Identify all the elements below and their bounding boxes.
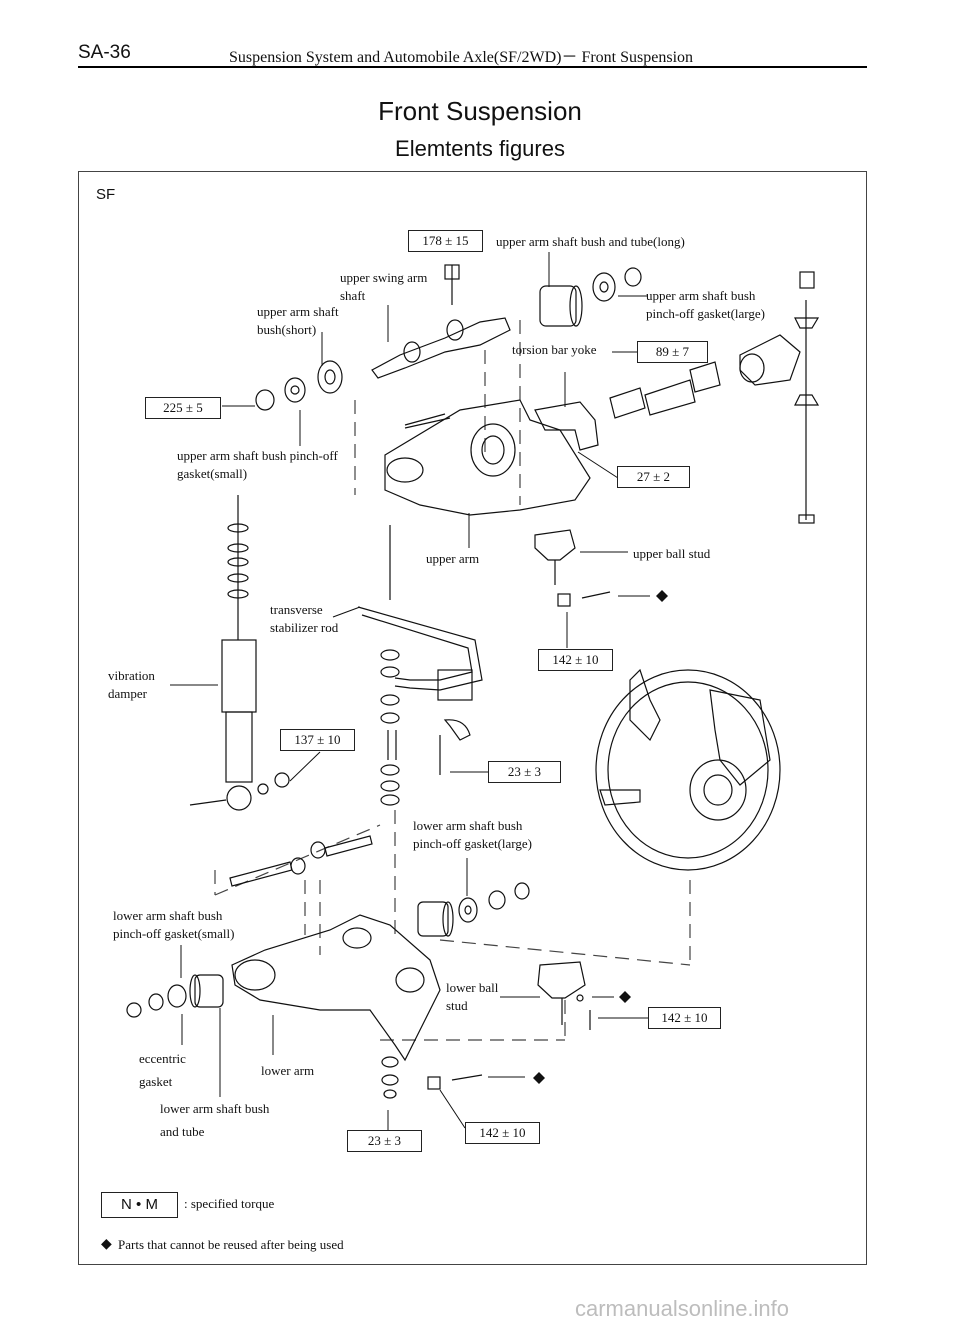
label-lower-pinch-gasket-large-2: pinch-off gasket(large) [413, 836, 532, 851]
label-lower-arm-shaft-bush-tube-1: lower arm shaft bush [160, 1101, 270, 1116]
label-upper-swing-arm-shaft-1: upper swing arm [340, 270, 428, 285]
label-eccentric-gasket-2: gasket [139, 1074, 173, 1089]
diamond-icon [656, 590, 668, 602]
label-upper-pinch-gasket-small-1: upper arm shaft bush pinch-off [177, 448, 338, 463]
torque-box: 27 ± 2 [617, 466, 690, 488]
torque-box: 23 ± 3 [488, 761, 561, 783]
label-upper-pinch-gasket-large-2: pinch-off gasket(large) [646, 306, 765, 321]
header-title: Suspension System and Automobile Axle(SF… [229, 49, 694, 66]
torque-box: 137 ± 10 [280, 729, 355, 751]
label-lower-pinch-gasket-small-2: pinch-off gasket(small) [113, 926, 235, 941]
label-lower-ball-stud-1: lower ball [446, 980, 499, 995]
variant-label: SF [96, 186, 116, 203]
label-upper-ball-stud: upper ball stud [633, 546, 711, 561]
torque-box: 142 ± 10 [648, 1007, 721, 1029]
label-upper-pinch-gasket-large-1: upper arm shaft bush [646, 288, 756, 303]
torque-unit-box: N • M [101, 1192, 178, 1218]
label-lower-pinch-gasket-large-1: lower arm shaft bush [413, 818, 523, 833]
label-upper-arm: upper arm [426, 551, 480, 566]
label-upper-pinch-gasket-small-2: gasket(small) [177, 466, 248, 481]
legend-nonreusable-text: Parts that cannot be reused after being … [118, 1237, 344, 1252]
torque-box: 23 ± 3 [347, 1130, 422, 1152]
page-title: Front Suspension [378, 96, 582, 126]
watermark: carmanualsonline.info [575, 1296, 790, 1321]
label-upper-arm-shaft-bush-tube-long: upper arm shaft bush and tube(long) [496, 234, 685, 249]
figure-frame [78, 171, 867, 1265]
diamond-icon [619, 991, 631, 1003]
torque-box: 142 ± 10 [465, 1122, 540, 1144]
label-vibration-damper-1: vibration [108, 668, 155, 683]
label-upper-swing-arm-shaft-2: shaft [340, 288, 366, 303]
label-lower-pinch-gasket-small-1: lower arm shaft bush [113, 908, 223, 923]
torque-box: 89 ± 7 [637, 341, 708, 363]
label-upper-arm-shaft-bush-short-1: upper arm shaft [257, 304, 339, 319]
torque-box: 142 ± 10 [538, 649, 613, 671]
diamond-icon [533, 1072, 545, 1084]
diamond-icon: ◆ [101, 1237, 112, 1252]
torque-box: 178 ± 15 [408, 230, 483, 252]
label-lower-arm: lower arm [261, 1063, 315, 1078]
label-transverse-stabilizer-2: stabilizer rod [270, 620, 339, 635]
label-vibration-damper-2: damper [108, 686, 147, 701]
page-subtitle: Elemtents figures [395, 136, 565, 161]
label-torsion-bar-yoke: torsion bar yoke [512, 342, 597, 357]
label-transverse-stabilizer-1: transverse [270, 602, 323, 617]
label-upper-arm-shaft-bush-short-2: bush(short) [257, 322, 317, 337]
header-rule [78, 66, 867, 68]
legend-torque-text: : specified torque [184, 1196, 275, 1211]
label-lower-ball-stud-2: stud [446, 998, 468, 1013]
page-code: SA-36 [78, 42, 131, 63]
label-eccentric-gasket-1: eccentric [139, 1051, 186, 1066]
label-lower-arm-shaft-bush-tube-2: and tube [160, 1124, 205, 1139]
torque-box: 225 ± 5 [145, 397, 221, 419]
